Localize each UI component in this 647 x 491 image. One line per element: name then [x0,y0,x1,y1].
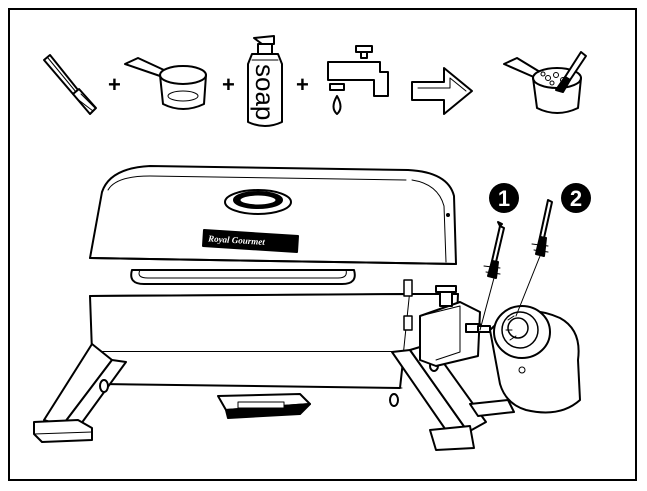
grill-lid [89,165,457,265]
right-arrow-icon [411,67,473,115]
lid-handle [130,269,356,285]
step-1-cleaning-brush [479,221,505,331]
burner-control-valve [419,285,491,367]
brush-icon [43,54,97,115]
step-2-cleaning-brush [515,199,553,317]
soap-bottle-icon: soap [247,35,283,127]
step-2-number: 2 [570,186,582,211]
grease-tray [217,393,311,419]
water-faucet-icon [327,45,389,115]
brand-logo-plate [202,229,299,253]
propane-tank [489,305,581,414]
left-leg [33,343,127,443]
grill-body [89,293,411,353]
brand-logo-text: Royal Gourmet [207,233,266,247]
saucepan-icon [124,57,207,110]
soapy-water-pan-with-brush-icon [503,51,587,114]
step-2-marker: 2 [561,183,591,213]
step-1-marker: 1 [489,183,519,213]
plus-sign: + [108,72,121,97]
step-1-number: 1 [498,186,510,211]
plus-sign: + [222,72,235,97]
portable-grill [33,165,581,451]
plus-sign: + [296,72,309,97]
soap-label: soap [250,64,280,120]
